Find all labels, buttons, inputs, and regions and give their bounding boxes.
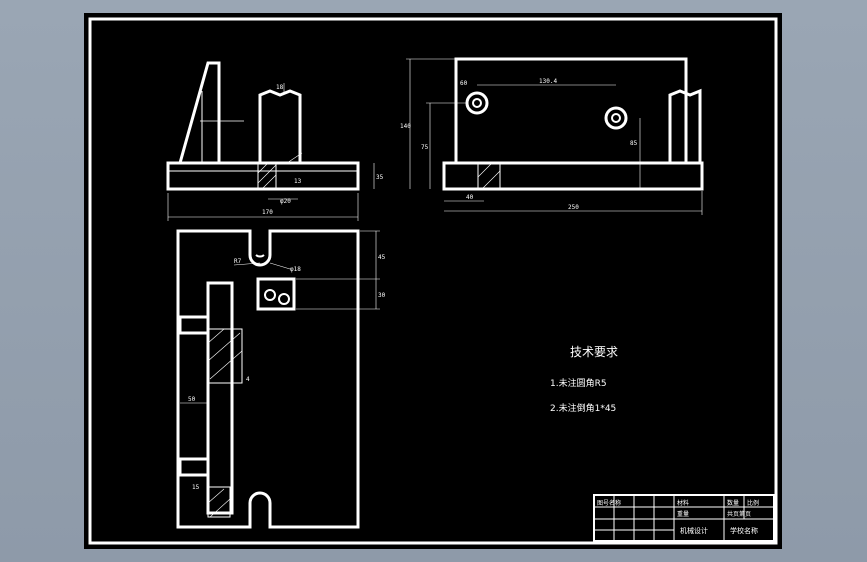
front-view: [406, 57, 704, 215]
dim-plan-bottom: 15: [192, 484, 200, 491]
front-hole-left: [465, 91, 489, 115]
dim-plan-small: 4: [246, 376, 250, 383]
title-cell-qty: 数量: [727, 499, 739, 507]
dim-plan-pad: 30: [378, 292, 386, 299]
front-hole-right: [604, 106, 628, 130]
dim-side-width: 170: [262, 209, 273, 216]
dim-plan-radius: R7: [234, 258, 242, 265]
side-view: [166, 61, 375, 221]
title-cell-design: 机械设计: [680, 526, 708, 535]
cad-drawing: 170 φ20 35 18 13 130.4 140 75 85 60 40 2…: [88, 17, 778, 545]
front-post: [668, 88, 702, 163]
dim-plan-slot: φ18: [290, 266, 301, 273]
title-cell-scale: 比例: [747, 499, 759, 507]
title-cell-weight: 重量: [677, 510, 689, 518]
side-post: [258, 89, 302, 163]
dim-side-height: 35: [376, 174, 384, 181]
dim-front-left: 75: [421, 144, 429, 151]
tech-req-item-1: 1.未注圆角R5: [550, 377, 607, 389]
dim-plan-left: 50: [188, 396, 196, 403]
dim-front-spacing: 130.4: [539, 78, 557, 85]
title-block: [593, 494, 775, 542]
dim-front-offset: 60: [460, 80, 468, 87]
side-hole: [257, 162, 277, 190]
title-cell-pages: 共页第页: [727, 510, 751, 518]
drawing-border: [88, 17, 778, 545]
dim-front-width: 250: [568, 204, 579, 211]
plan-outline: [176, 229, 360, 529]
front-plate: [454, 57, 688, 163]
title-cell-school: 学校名称: [730, 526, 758, 535]
dim-side-top: 18: [276, 84, 284, 91]
side-rib: [178, 61, 221, 164]
side-base: [166, 161, 360, 191]
tech-req-item-2: 2.未注倒角1*45: [550, 402, 616, 414]
title-cell-name: 图号名称: [597, 499, 621, 507]
tech-req-title: 技术要求: [570, 345, 618, 359]
plan-view: [176, 229, 380, 529]
dim-front-height: 140: [400, 123, 411, 130]
dim-front-base: 40: [466, 194, 474, 201]
plan-pad: [256, 277, 296, 311]
dim-side-hole: φ20: [280, 198, 291, 205]
drawing-sheet: 170 φ20 35 18 13 130.4 140 75 85 60 40 2…: [84, 13, 782, 549]
dim-side-small: 13: [294, 178, 302, 185]
dim-plan-gap: 45: [378, 254, 386, 261]
title-cell-material: 材料: [677, 499, 689, 507]
front-base: [442, 161, 704, 191]
plan-rib: [206, 281, 234, 515]
dim-front-right: 85: [630, 140, 638, 147]
